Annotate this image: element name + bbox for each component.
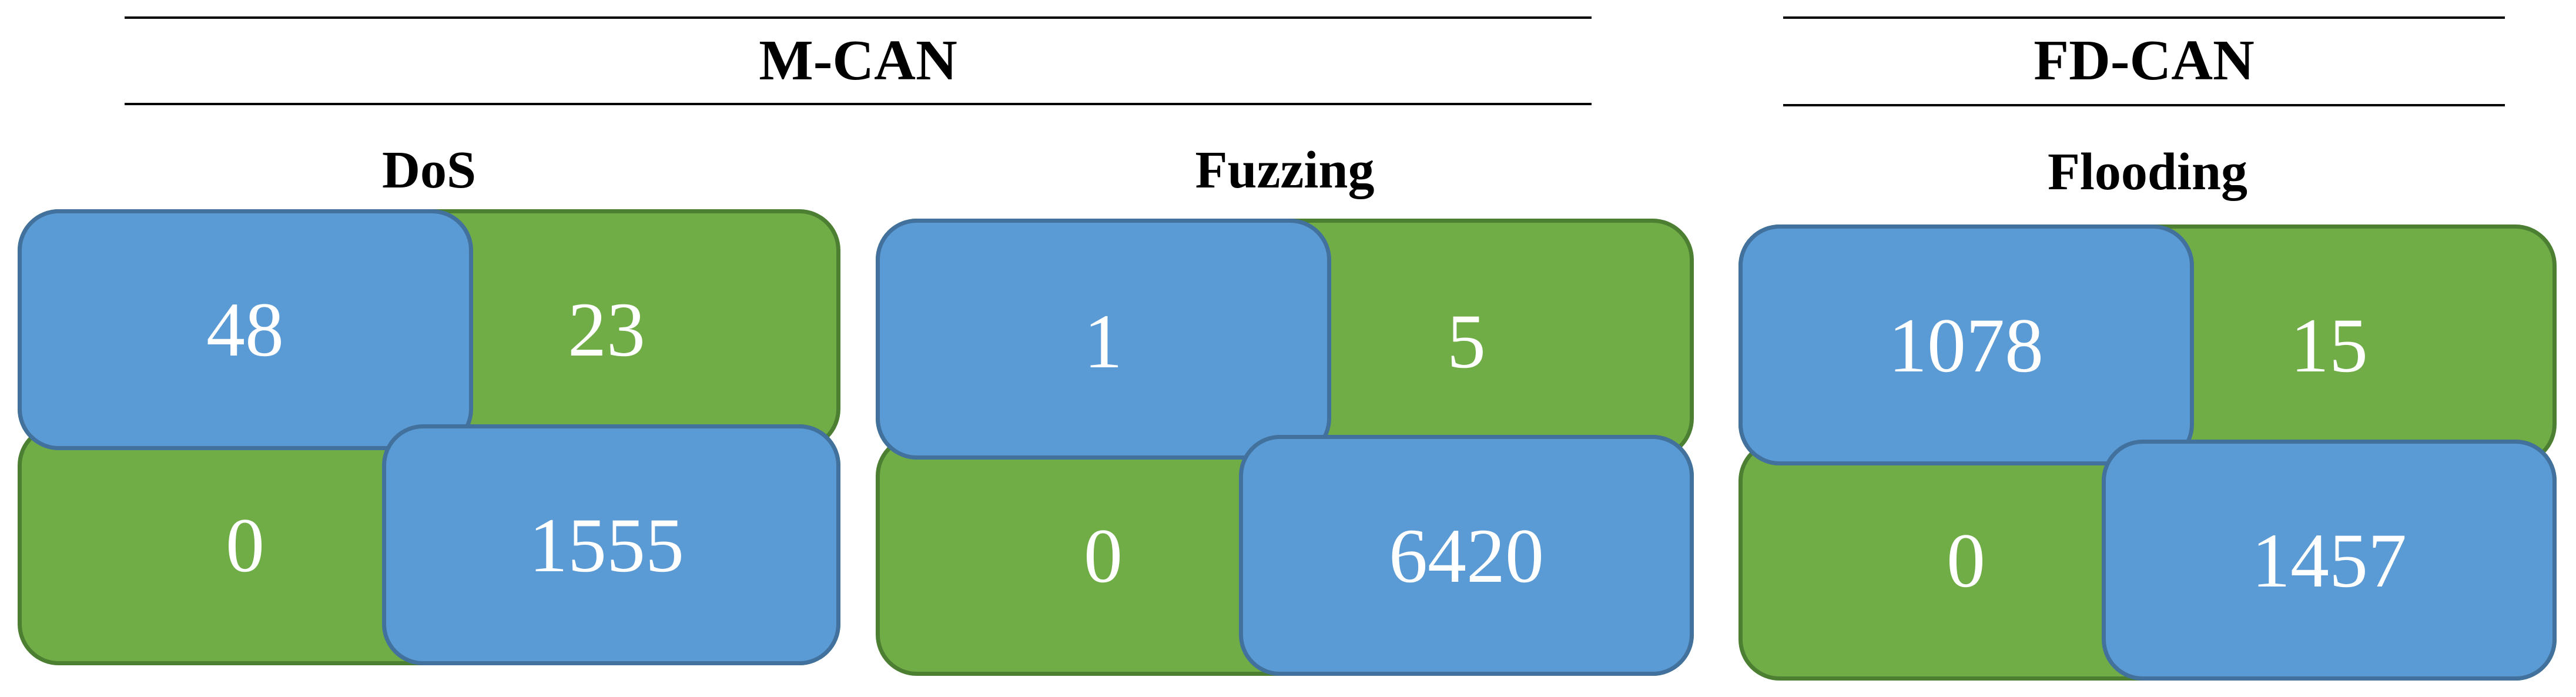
flooding-top-left-cell xyxy=(1738,224,2194,465)
fuzzing-bottom-right-cell xyxy=(1239,435,1694,676)
fd-can-title: FD-CAN xyxy=(2034,29,2255,92)
m-can-title: M-CAN xyxy=(759,29,957,92)
flooding-bottom-right-value: 1457 xyxy=(2252,517,2407,604)
dos-bottom-left-value: 0 xyxy=(226,502,264,588)
dos-top-left-value: 48 xyxy=(206,286,284,373)
fuzzing-title: Fuzzing xyxy=(1195,141,1375,199)
flooding-top-left-value: 1078 xyxy=(1888,302,2044,388)
flooding-bottom-left-value: 0 xyxy=(1947,517,1985,604)
dos-top-left-cell xyxy=(18,209,473,450)
fuzzing-bottom-left-value: 0 xyxy=(1084,512,1123,599)
fuzzing-bottom-right-value: 6420 xyxy=(1389,512,1544,599)
dos-title: DoS xyxy=(381,141,477,199)
fuzzing-top-right-value: 5 xyxy=(1447,298,1486,384)
dos-bottom-right-cell xyxy=(382,424,840,665)
fd-can-top-rule xyxy=(1783,16,2505,19)
m-can-bottom-rule xyxy=(125,103,1592,105)
fd-can-bottom-rule xyxy=(1783,104,2505,106)
m-can-top-rule xyxy=(125,16,1592,19)
dos-bottom-right-value: 1555 xyxy=(529,502,684,588)
fuzzing-top-left-value: 1 xyxy=(1084,298,1123,384)
flooding-top-right-value: 15 xyxy=(2290,302,2368,388)
fuzzing-top-left-cell xyxy=(876,219,1331,460)
flooding-title: Flooding xyxy=(2047,143,2248,201)
dos-top-right-value: 23 xyxy=(568,286,645,373)
flooding-bottom-right-cell xyxy=(2102,440,2557,681)
